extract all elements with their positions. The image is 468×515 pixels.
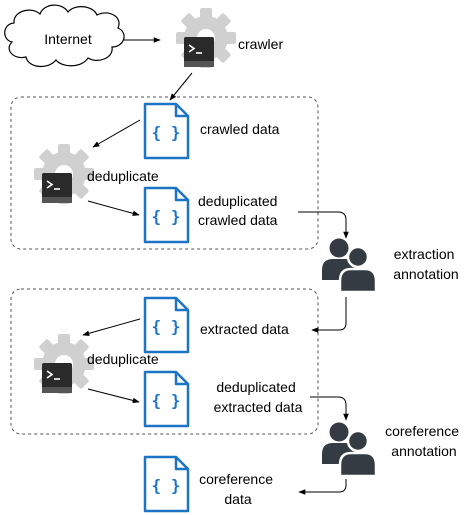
extraction-line-1: extraction	[394, 246, 455, 262]
deduplicate-gear-icon	[33, 333, 95, 395]
extraction-line-2: annotation	[393, 266, 458, 282]
deduplicate-label-2: deduplicate	[87, 351, 159, 367]
json-glyph: { }	[152, 123, 181, 142]
extracted-data-label: extracted data	[200, 321, 289, 337]
crawled-data-label: crawled data	[200, 121, 280, 137]
dedup-crawled-line-1: deduplicated	[198, 193, 277, 209]
arrow-crawler-to-crawled-data	[169, 72, 193, 101]
coreference-line-2: annotation	[391, 443, 456, 459]
json-glyph: { }	[152, 317, 181, 336]
deduplicate-label-1: deduplicate	[87, 168, 159, 184]
dedup-crawled-label: deduplicated crawled data	[198, 193, 281, 228]
dedup-crawled-line-2: crawled data	[198, 212, 278, 228]
coreference-data-label: coreference data	[199, 471, 277, 507]
arrow-dedup-extracted-to-coreference	[310, 396, 349, 421]
internet-label: Internet	[44, 31, 92, 47]
crawler-label: crawler	[238, 36, 283, 52]
coreference-label: coreference annotation	[385, 423, 463, 459]
arrow-extraction-to-extracted-data	[311, 297, 347, 333]
coreference-data-line-1: coreference	[199, 471, 273, 487]
json-glyph: { }	[152, 207, 181, 226]
internet-cloud-icon	[4, 4, 125, 67]
json-glyph: { }	[152, 476, 181, 495]
arrow-extracted-data-to-deduplicate	[82, 318, 141, 336]
dedup-extracted-line-1: deduplicated	[216, 379, 295, 395]
arrow-deduplicate-to-dedup-extracted	[87, 388, 140, 404]
dedup-extracted-line-2: extracted data	[214, 399, 303, 415]
dedup-extracted-label: deduplicated extracted data	[214, 379, 303, 415]
extraction-label: extraction annotation	[393, 246, 458, 282]
arrow-crawled-data-to-deduplicate	[92, 119, 141, 148]
json-glyph: { }	[152, 391, 181, 410]
extraction-people-icon	[320, 237, 378, 294]
dedup-group-1	[10, 96, 319, 250]
coreference-line-1: coreference	[385, 423, 459, 439]
arrow-deduplicate-to-dedup-crawled	[87, 200, 140, 217]
crawler-gear-icon	[175, 7, 237, 69]
arrow-dedup-crawled-to-extraction	[298, 211, 349, 239]
deduplicate-gear-icon	[33, 143, 95, 205]
coreference-data-line-2: data	[224, 491, 251, 507]
coreference-people-icon	[320, 421, 378, 478]
arrow-coreference-to-coreference-data	[298, 479, 347, 495]
